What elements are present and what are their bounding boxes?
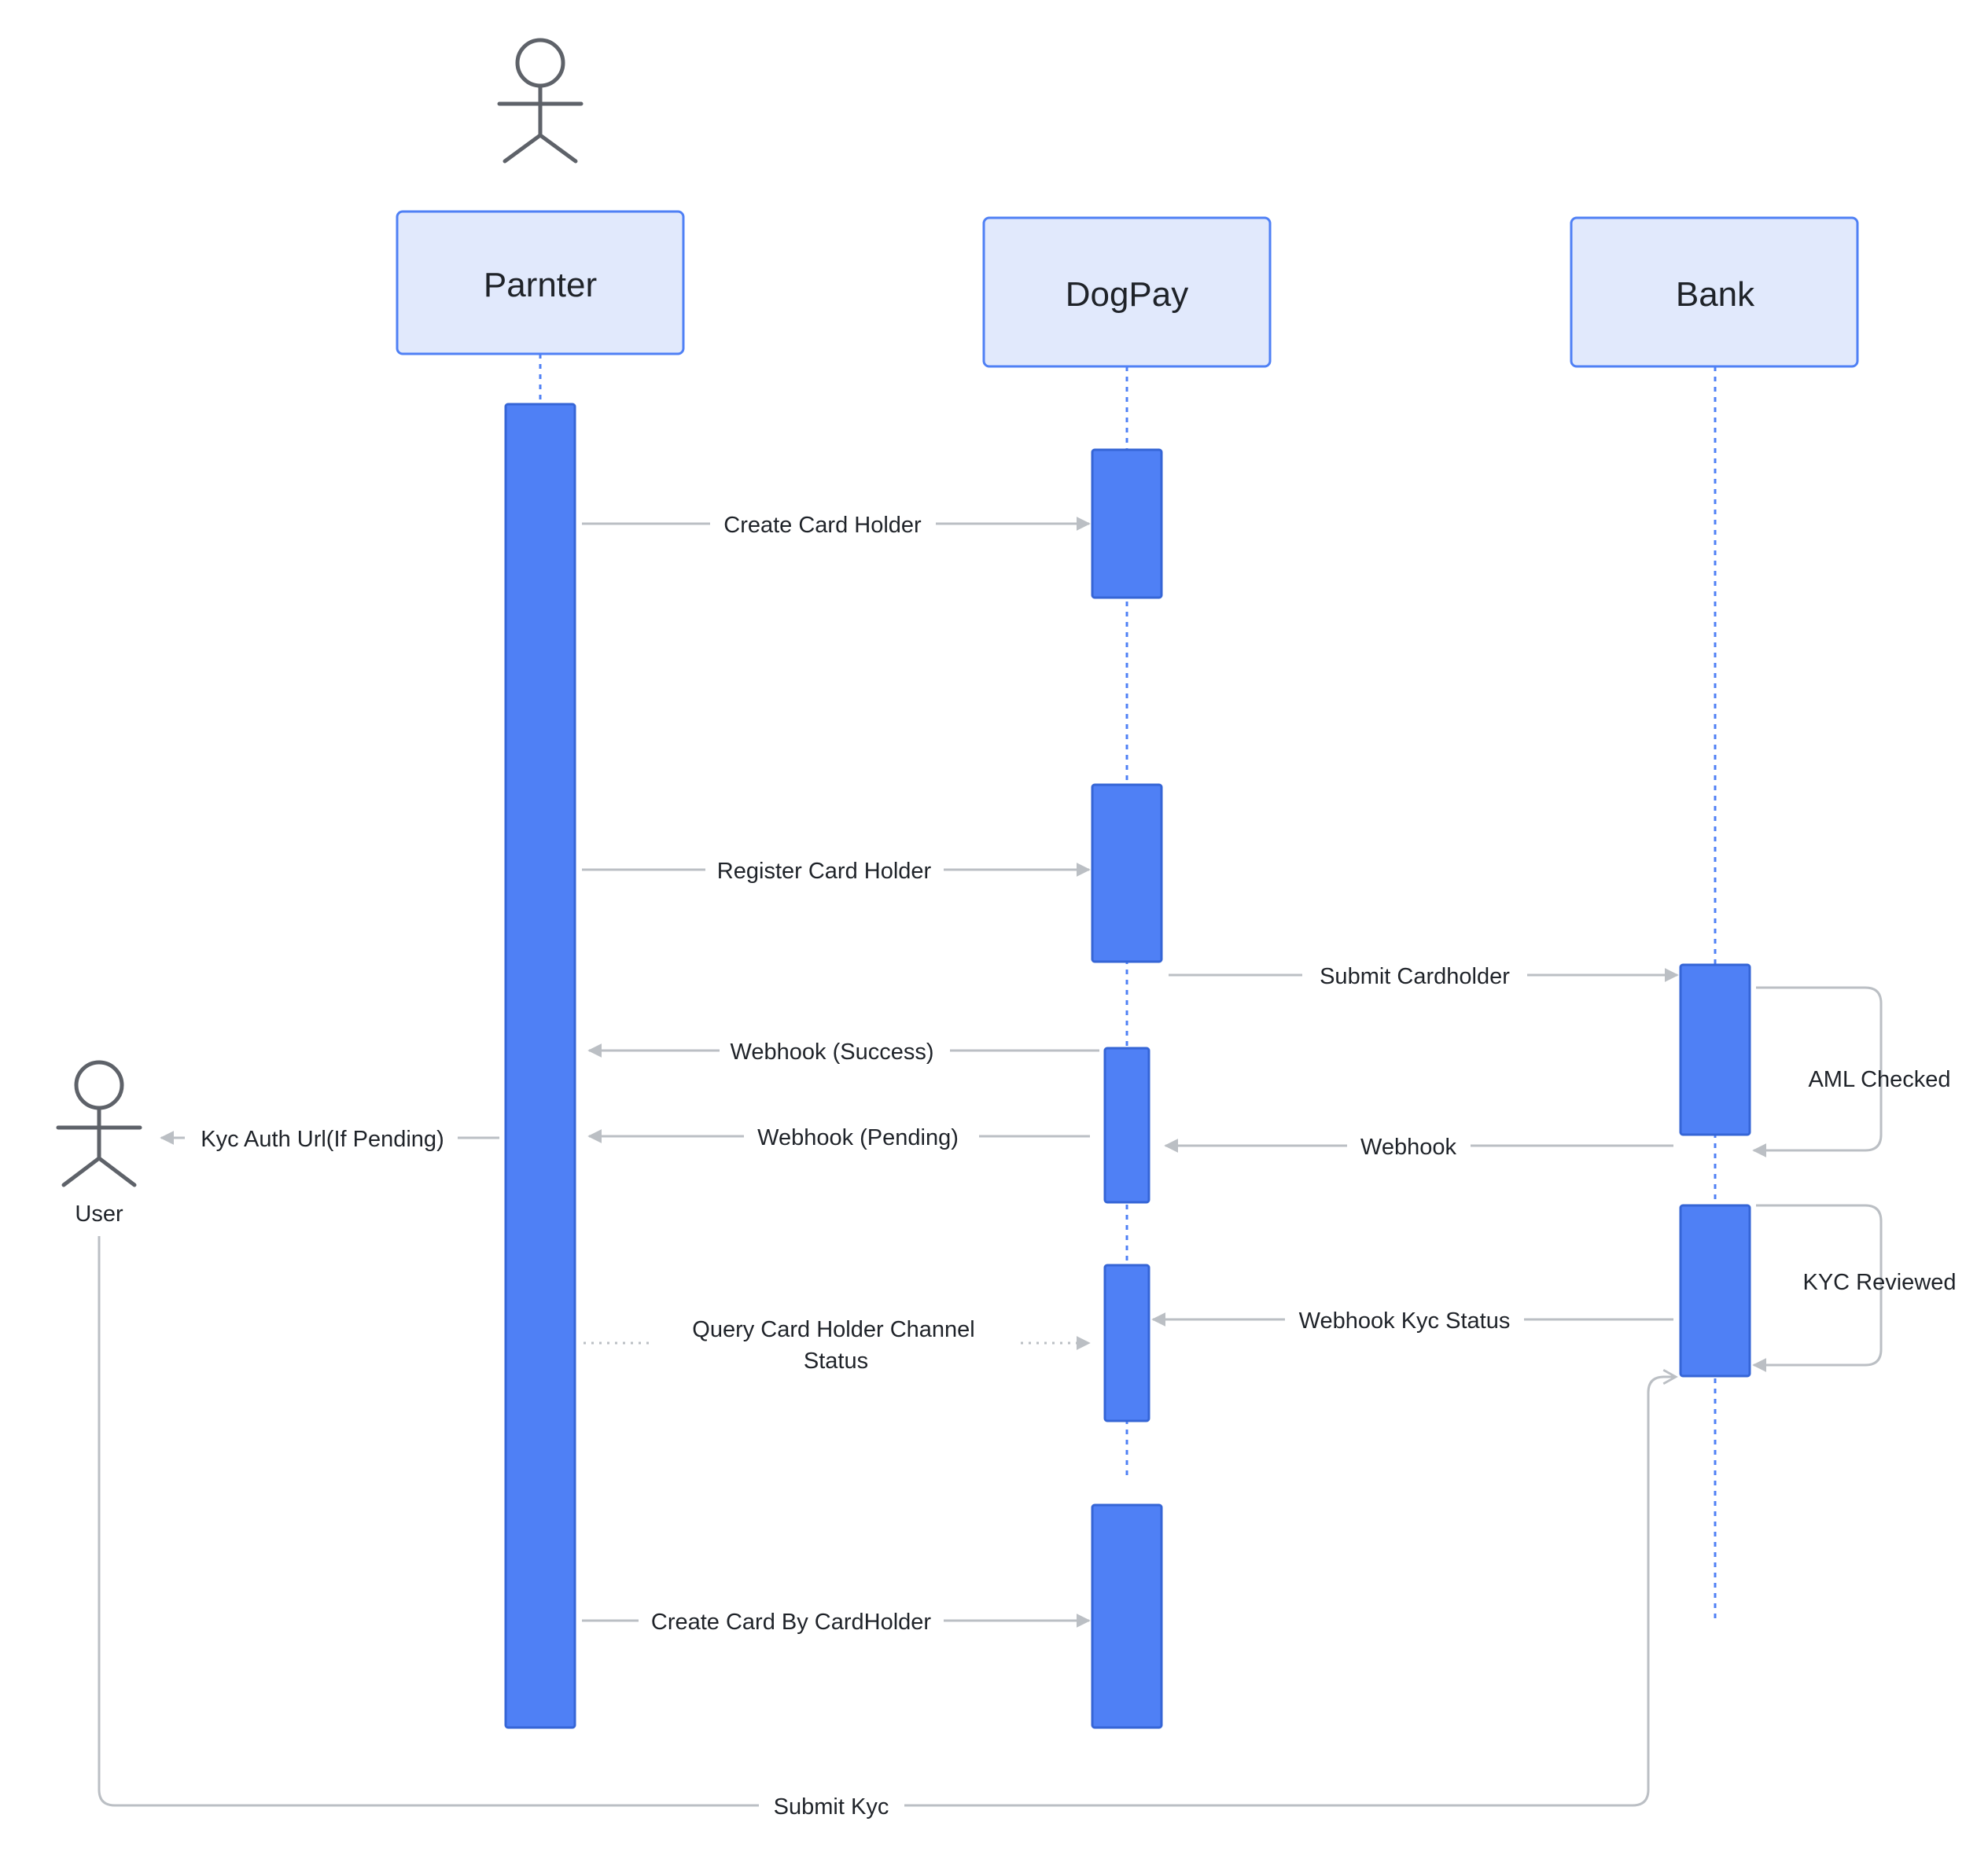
messages [98,517,1883,1807]
participant-dogpay: DogPay [982,216,1272,368]
register-card-holder-label: Register Card Holder [717,859,932,884]
dogpay-activation-1 [1091,448,1163,599]
submit-cardholder-label: Submit Cardholder [1320,964,1510,989]
aml-checked-label: AML Checked [1808,1067,1950,1092]
webhook-kyc-status-label: Webhook Kyc Status [1299,1308,1511,1334]
participant-bank: Bank [1570,216,1859,368]
query-card-holder-label-line2: Status [804,1349,868,1374]
user-actor-label: User [75,1201,123,1227]
dogpay-activation-4 [1103,1264,1150,1422]
dogpay-activation-3 [1103,1047,1150,1204]
user-actor-icon [56,1060,142,1187]
participant-dogpay-label: DogPay [1066,275,1189,314]
participant-bank-label: Bank [1676,275,1755,314]
webhook-label: Webhook [1360,1135,1456,1160]
bank-activation-2 [1679,1204,1751,1378]
kyc-auth-url-label: Kyc Auth Url(If Pending) [201,1127,444,1152]
webhook-pending-label: Webhook (Pending) [757,1125,959,1150]
activations [504,403,1751,1729]
create-card-by-cardholder-label: Create Card By CardHolder [651,1610,932,1635]
bank-activation-1 [1679,963,1751,1136]
message-labels: Create Card Holder Register Card Holder … [201,513,1956,1820]
dogpay-activation-2 [1091,783,1163,963]
participant-partner: Parnter [396,210,685,355]
submit-kyc-label: Submit Kyc [774,1794,889,1820]
webhook-success-label: Webhook (Success) [731,1040,934,1065]
dogpay-activation-5 [1091,1503,1163,1729]
partner-actor-icon [497,38,584,164]
partner-activation [504,403,576,1729]
participant-partner-label: Parnter [484,266,597,304]
query-card-holder-label-line1: Query Card Holder Channel [692,1317,974,1342]
kyc-reviewed-label: KYC Reviewed [1802,1270,1956,1295]
create-card-holder-label: Create Card Holder [723,513,922,538]
